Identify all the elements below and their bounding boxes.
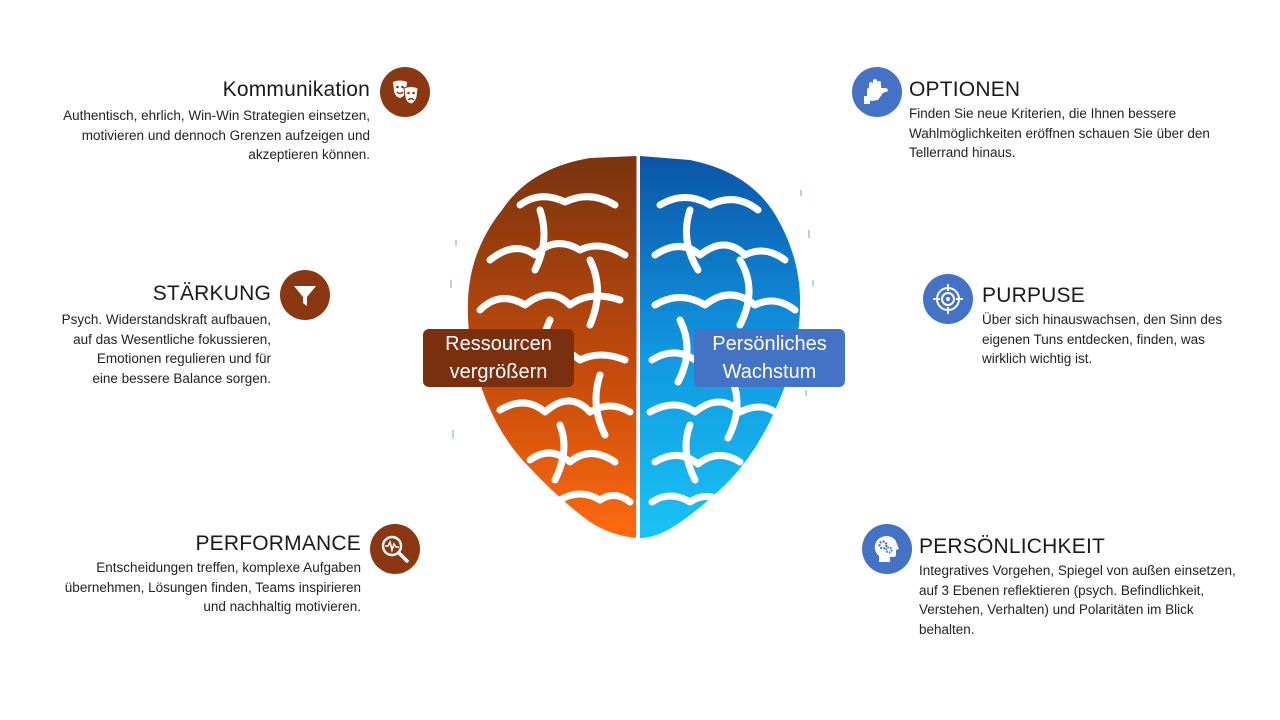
hand-icon: [852, 67, 902, 117]
theater-masks-icon: [380, 67, 430, 117]
persoenlichkeit-block: PERSÖNLICHKEIT Integratives Vorgehen, Sp…: [919, 535, 1269, 639]
kommunikation-block: Kommunikation Authentisch, ehrlich, Win-…: [20, 78, 370, 165]
kommunikation-desc: Authentisch, ehrlich, Win-Win Strategien…: [63, 108, 370, 162]
staerkung-block: STÄRKUNG Psych. Widerstandskraft aufbaue…: [20, 282, 271, 388]
head-gears-icon: [862, 524, 912, 574]
optionen-desc: Finden Sie neue Kriterien, die Ihnen bes…: [909, 106, 1210, 160]
staerkung-title: STÄRKUNG: [152, 282, 271, 305]
optionen-title: OPTIONEN: [909, 78, 1021, 101]
magnifier-pulse-icon: [370, 524, 420, 574]
persoenliches-wachstum-label: Persönliches Wachstum: [694, 329, 845, 387]
purpuse-desc: Über sich hinauswachsen, den Sinn des ei…: [982, 312, 1223, 366]
funnel-icon: [280, 270, 330, 320]
ressourcen-label: Ressourcen vergrößern: [423, 329, 574, 387]
kommunikation-title: Kommunikation: [222, 78, 370, 101]
performance-title: PERFORMANCE: [195, 532, 361, 555]
performance-desc: Entscheidungen treffen, komplexe Aufgabe…: [64, 560, 361, 614]
persoenlichkeit-desc: Integratives Vorgehen, Spiegel von außen…: [919, 563, 1236, 637]
target-icon: [923, 274, 973, 324]
purpuse-title: PURPUSE: [982, 284, 1085, 307]
persoenlichkeit-title: PERSÖNLICHKEIT: [919, 535, 1106, 558]
performance-block: PERFORMANCE Entscheidungen treffen, komp…: [20, 532, 361, 617]
purpuse-block: PURPUSE Über sich hinauswachsen, den Sin…: [982, 284, 1252, 369]
optionen-block: OPTIONEN Finden Sie neue Kriterien, die …: [909, 78, 1249, 163]
staerkung-desc: Psych. Widerstandskraft aufbauen, auf da…: [61, 312, 271, 386]
